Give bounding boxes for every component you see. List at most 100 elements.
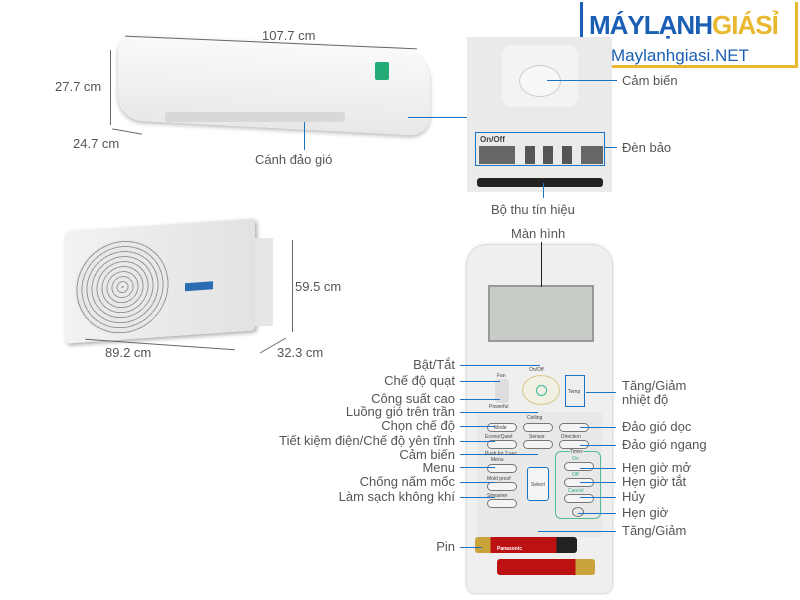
mold-text: Mold proof — [487, 476, 511, 482]
callout-line — [578, 513, 616, 514]
logo-brand-accent: GIÁSỈ — [712, 10, 779, 40]
label-fan-mode: Chế độ quạt — [384, 373, 455, 388]
label-mode: Chọn chế độ — [381, 418, 455, 433]
dim-line — [292, 240, 293, 332]
label-timer: Hẹn giờ — [622, 505, 669, 520]
callout-line — [580, 497, 616, 498]
receiver — [477, 178, 603, 187]
push-text: Push for 2 sec — [485, 451, 517, 457]
callout-line — [408, 117, 468, 118]
logo-brand-main: MÁYLẠNH — [589, 10, 713, 40]
callout-line — [543, 183, 544, 198]
label-battery: Pin — [436, 539, 455, 554]
off-text: Off — [572, 472, 579, 478]
on-text: On — [572, 456, 579, 462]
ceiling-button[interactable] — [523, 423, 553, 432]
timer-group: Timer On Off Cancel — [555, 449, 601, 519]
indoor-height: 27.7 cm — [55, 79, 102, 94]
callout-line — [547, 80, 617, 81]
power-button[interactable] — [522, 375, 560, 405]
ceiling-text: Ceiling — [527, 415, 543, 421]
callout-line — [460, 467, 495, 468]
callout-line — [605, 147, 617, 148]
energy-label — [375, 62, 389, 80]
outdoor-width: 89.2 cm — [105, 345, 152, 360]
callout-line — [586, 392, 616, 393]
menu-button[interactable] — [487, 464, 517, 473]
lights-label: Đèn bảo — [622, 140, 672, 155]
callout-line — [580, 427, 616, 428]
label-temp-2: nhiệt độ — [622, 392, 669, 407]
logo-site: Maylanhgiasi.NET — [611, 46, 749, 65]
label-econo: Tiết kiệm điện/Chế độ yên tĩnh — [279, 433, 455, 448]
label-sensor: Cảm biến — [399, 447, 455, 462]
select-text: Select — [531, 482, 545, 488]
onoff-text: On/Off — [480, 135, 505, 144]
label-menu: Menu — [422, 460, 455, 475]
timer-text: Timer — [570, 449, 583, 455]
econo-text: Econo/Quiet — [485, 434, 513, 440]
label-powerful: Công suất cao — [371, 391, 455, 406]
callout-line — [460, 454, 538, 455]
lcd-screen — [488, 285, 594, 342]
receiver-label: Bộ thu tín hiệu — [491, 202, 575, 217]
fan-button[interactable] — [495, 379, 509, 403]
battery-brand-text: Panasonic — [497, 546, 523, 552]
label-cancel: Hủy — [622, 489, 646, 504]
callout-line — [580, 445, 616, 446]
callout-line — [460, 441, 495, 442]
logo: MÁYLẠNHGIÁSỈ Maylanhgiasi.NET — [580, 2, 798, 68]
label-mold: Chống nấm mốc — [359, 474, 455, 489]
streamer-button[interactable] — [487, 499, 517, 508]
timer-cancel-button[interactable] — [564, 494, 594, 503]
timer-button[interactable] — [572, 507, 584, 517]
label-streamer: Làm sạch không khí — [338, 489, 455, 504]
logo-brand: MÁYLẠNHGIÁSỈ — [589, 10, 779, 41]
callout-line — [460, 547, 482, 548]
battery — [497, 559, 595, 575]
callout-line — [460, 412, 538, 413]
sensor-button[interactable] — [523, 440, 553, 449]
label-swing-horizontal: Đảo gió ngang — [622, 437, 707, 452]
label-select: Tăng/Giảm — [622, 523, 687, 538]
callout-line — [580, 468, 616, 469]
direction-text: Direction — [561, 434, 581, 440]
remote-control: Fan On/Off Powerful Temp Ceiling Mode Ec… — [467, 245, 612, 593]
swing-horizontal-button[interactable] — [559, 440, 589, 449]
callout-line — [460, 365, 540, 366]
streamer-text: Streamer — [487, 493, 508, 499]
callout-line — [541, 242, 542, 287]
indoor-panel: On/Off — [467, 37, 612, 192]
mode-button[interactable]: Mode — [487, 423, 517, 432]
select-button[interactable]: Select — [527, 467, 549, 501]
indicator-box: On/Off — [475, 132, 605, 166]
fan-grille-icon — [75, 236, 170, 338]
outdoor-depth: 32.3 cm — [277, 345, 324, 360]
dim-line — [110, 50, 111, 125]
callout-line — [460, 426, 495, 427]
menu-text: Menu — [491, 457, 504, 463]
fan-text: Fan — [497, 373, 506, 379]
sensor-label: Cảm biến — [622, 73, 678, 88]
mold-button[interactable] — [487, 482, 517, 491]
temp-button[interactable]: Temp — [565, 375, 585, 407]
callout-line — [460, 381, 500, 382]
label-timer-off: Hẹn giờ tắt — [622, 474, 687, 489]
callout-line — [460, 399, 500, 400]
battery: Panasonic — [475, 537, 577, 553]
temp-text: Temp — [568, 389, 581, 395]
callout-line — [538, 531, 616, 532]
label-power: Bật/Tắt — [413, 357, 455, 372]
label-ceiling: Luồng gió trên trần — [345, 404, 455, 419]
cancel-text: Cancel — [568, 488, 584, 494]
outdoor-height: 59.5 cm — [295, 279, 342, 294]
label-temp: Tăng/Giảm — [622, 378, 687, 393]
callout-line — [304, 122, 305, 150]
callout-line — [580, 482, 616, 483]
powerful-text: Powerful — [489, 404, 509, 410]
indoor-width: 107.7 cm — [262, 28, 316, 43]
econo-button[interactable] — [487, 440, 517, 449]
sensor-icon — [519, 65, 561, 97]
dim-line — [112, 128, 142, 135]
timer-on-button[interactable] — [564, 462, 594, 471]
